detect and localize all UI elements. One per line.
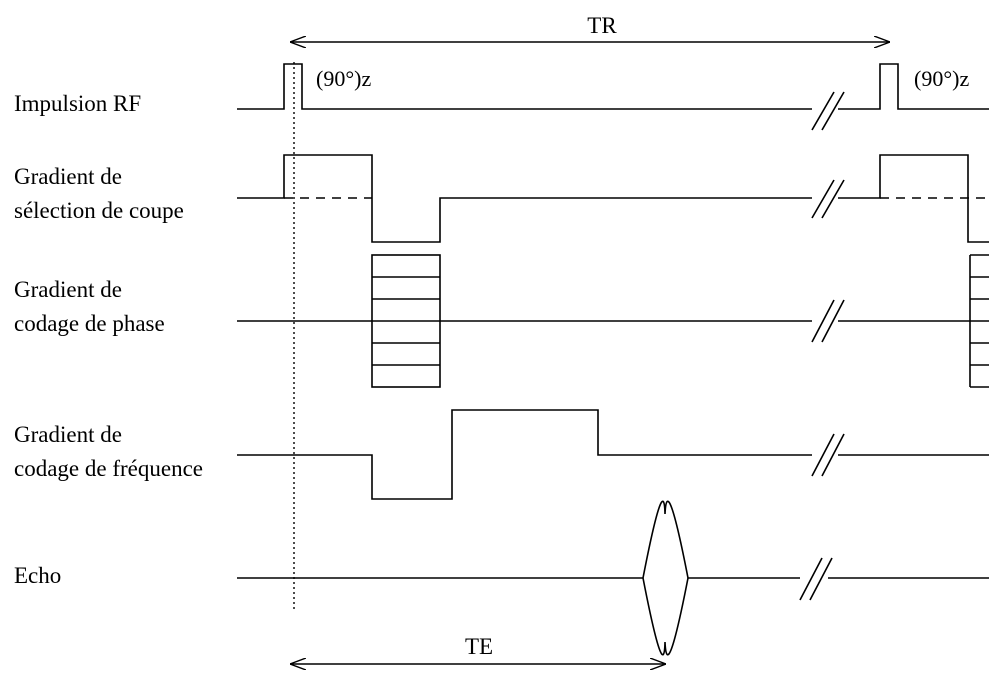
slice-row-label-line2: sélection de coupe xyxy=(14,198,184,223)
echo-row-label: Echo xyxy=(14,563,61,588)
slice-gradient-row: Gradient de sélection de coupe xyxy=(14,154,989,243)
phase-encoding-table xyxy=(371,254,441,388)
phase-row-label-line2: codage de phase xyxy=(14,311,165,336)
echo-row: Echo xyxy=(14,500,989,656)
rf-pulse-label-second: (90°)z xyxy=(914,66,969,91)
phase-time-break-mark xyxy=(811,299,845,343)
slice-row-label-line1: Gradient de xyxy=(14,164,122,189)
rf-pulse-label-first: (90°)z xyxy=(316,66,371,91)
rf-row-label: Impulsion RF xyxy=(14,91,141,116)
tr-interval: TR xyxy=(290,13,890,42)
te-interval: TE xyxy=(290,634,666,664)
echo-signal xyxy=(642,500,689,656)
frequency-row-label-line2: codage de fréquence xyxy=(14,456,203,481)
phase-gradient-row: Gradient de codage de phase xyxy=(14,254,989,388)
frequency-gradient-waveform xyxy=(237,409,812,500)
rf-time-break-mark xyxy=(811,91,845,131)
rf-waveform-second-period xyxy=(838,63,989,110)
phase-encoding-table-second-period xyxy=(969,254,989,388)
slice-gradient-waveform-second-period xyxy=(838,154,989,243)
frequency-gradient-row: Gradient de codage de fréquence xyxy=(14,409,989,500)
tr-label: TR xyxy=(587,13,617,38)
frequency-row-label-line1: Gradient de xyxy=(14,422,122,447)
echo-time-break-mark xyxy=(799,557,833,601)
phase-row-label-line1: Gradient de xyxy=(14,277,122,302)
rf-pulse-row: Impulsion RF (90°)z (90°)z xyxy=(14,63,989,131)
slice-time-break-mark xyxy=(811,179,845,219)
te-label: TE xyxy=(465,634,493,659)
rf-waveform xyxy=(237,63,812,110)
frequency-time-break-mark xyxy=(811,433,845,477)
